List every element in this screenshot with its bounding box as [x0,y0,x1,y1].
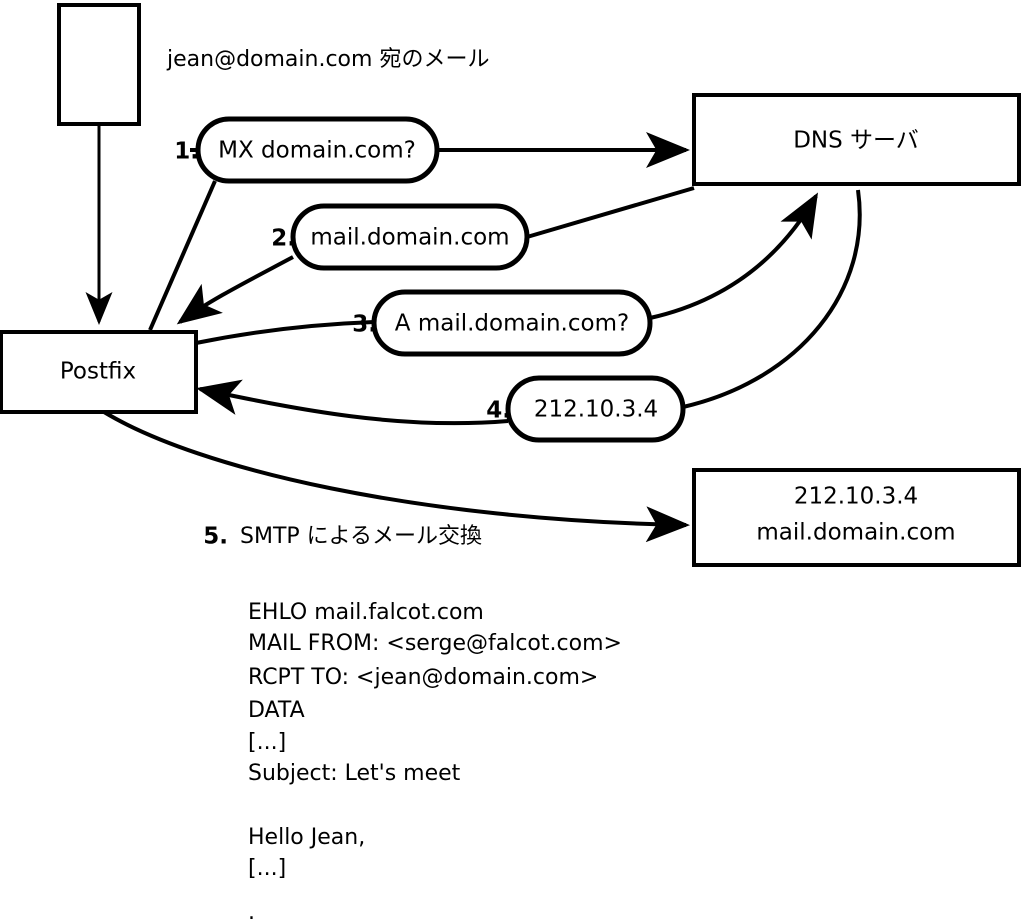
edge-dns-to-step2 [526,186,695,239]
capsule-step-1-label: MX domain.com? [218,138,416,164]
transcript-line: Subject: Let's meet [248,761,461,786]
transcript-line: RCPT TO: <jean@domain.com> [248,665,598,690]
capsule-step-4: 212.10.3.4 [505,375,686,443]
capsule-step-1: MX domain.com? [195,116,440,184]
smtp-transcript: EHLO mail.falcot.com MAIL FROM: <serge@f… [248,600,622,919]
step-number-3: 3. [352,312,377,338]
capsule-step-4-label: 212.10.3.4 [534,397,658,423]
edge-step3-to-dns [649,192,818,320]
capsule-step-2: mail.domain.com [290,203,530,271]
transcript-line: . [248,900,255,919]
box-remote-mail-server-ip: 212.10.3.4 [794,484,918,510]
transcript-line: [...] [248,730,286,755]
transcript-line: DATA [248,698,305,723]
box-remote-mail-server-host: mail.domain.com [756,520,955,546]
step-number-5: 5. [203,524,228,550]
box-dns-server: DNS サーバ [692,93,1021,186]
box-sender [57,3,141,126]
capsule-step-2-label: mail.domain.com [310,225,509,251]
edge-step2-to-postfix [176,255,294,325]
caption-incoming-mail: jean@domain.com 宛のメール [166,47,489,72]
edge-postfix-to-step3 [195,320,375,345]
capsule-step-3-label: A mail.domain.com? [395,311,629,337]
edge-postfix-to-step1 [148,180,217,331]
edge-step4-to-postfix [196,379,509,426]
box-dns-server-label: DNS サーバ [793,128,919,154]
transcript-line: EHLO mail.falcot.com [248,600,484,625]
step-number-1: 1. [174,139,199,165]
step-number-4: 4. [486,398,511,424]
capsule-step-3: A mail.domain.com? [371,289,653,357]
transcript-line: [...] [248,856,286,881]
edge-dns-to-step4 [682,189,862,409]
caption-step-5: SMTP によるメール交換 [240,524,482,549]
step-number-2: 2. [271,226,296,252]
edge-postfix-to-mailserver [102,410,690,543]
box-postfix-label: Postfix [60,359,136,385]
transcript-line: MAIL FROM: <serge@falcot.com> [248,631,622,656]
box-postfix: Postfix [0,330,198,414]
box-remote-mail-server: 212.10.3.4 mail.domain.com [692,468,1021,567]
transcript-line: Hello Jean, [248,825,365,850]
